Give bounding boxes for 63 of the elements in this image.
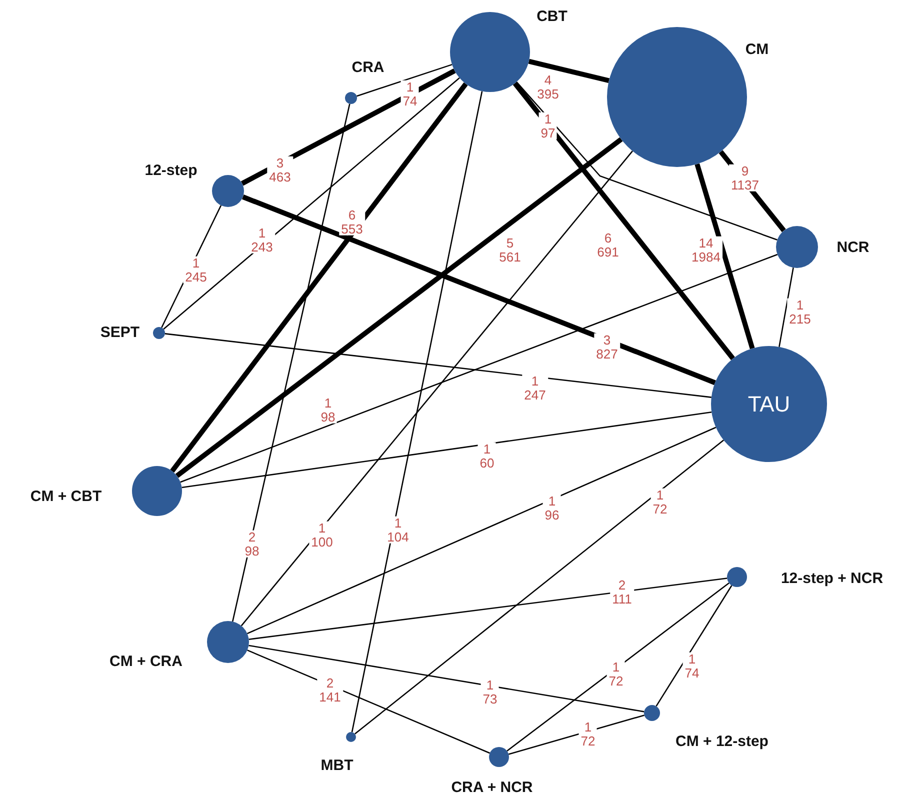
edge-label: 3 827 xyxy=(594,333,620,361)
edge-line xyxy=(351,91,483,732)
node-label: NCR xyxy=(836,238,870,258)
node-label: CRA + NCR xyxy=(451,778,533,798)
edge-line xyxy=(694,163,755,350)
edge-line xyxy=(516,82,778,240)
edge-label: 2 98 xyxy=(242,530,262,558)
edge-line xyxy=(232,104,350,622)
edge-label: 1 74 xyxy=(682,652,702,680)
node-label: MBT xyxy=(320,756,354,776)
edge-label: 1 72 xyxy=(650,488,670,516)
edge-line xyxy=(528,58,610,84)
edge-label: 6 553 xyxy=(339,208,365,236)
edge-line xyxy=(656,585,732,707)
edge-line xyxy=(506,582,730,752)
edge-label: 1 245 xyxy=(183,256,209,284)
edge-label: 2 141 xyxy=(317,676,343,704)
edge-label: 1 60 xyxy=(478,442,496,470)
edge-label: 1 73 xyxy=(480,678,500,706)
edge-label: 5 561 xyxy=(497,236,523,264)
edge-label: 1 100 xyxy=(309,521,335,549)
node-label: CM + CRA xyxy=(110,652,182,672)
edge-label: 1 97 xyxy=(538,112,558,140)
edge-label: 1 104 xyxy=(385,516,411,544)
edge-line xyxy=(354,440,724,734)
edge-line xyxy=(512,82,735,360)
edge-line xyxy=(175,137,623,478)
node-label: CM + CBT xyxy=(30,486,102,507)
edge-line xyxy=(247,650,490,754)
edge-line xyxy=(246,426,716,634)
edge-line xyxy=(240,150,633,626)
edge-line xyxy=(182,412,712,488)
edge-label: 1 74 xyxy=(400,80,420,108)
edge-label: 6 691 xyxy=(595,231,621,259)
node-label: 12-step xyxy=(144,160,198,181)
node-label: CM + 12-step xyxy=(676,732,768,752)
node-label: CRA xyxy=(352,58,384,78)
edge-label: 1 98 xyxy=(318,396,338,424)
edge-line xyxy=(778,268,794,348)
edge-label: 1 96 xyxy=(542,494,562,522)
edge-line xyxy=(356,64,452,97)
edge-label: 1 247 xyxy=(522,374,548,402)
edge-line xyxy=(163,77,460,330)
node-label: CBT xyxy=(536,6,568,27)
edge-label: 2 111 xyxy=(610,578,634,606)
node-label: TAU xyxy=(748,390,790,418)
edge-line xyxy=(242,194,716,386)
node-label: 12-step + NCR xyxy=(780,568,884,589)
edge-label: 1 72 xyxy=(606,660,626,688)
edge-label: 14 1984 xyxy=(690,236,722,264)
edge-line xyxy=(170,82,468,473)
edge-label: 9 1137 xyxy=(729,164,761,192)
edge-line xyxy=(248,578,728,640)
edge-label: 1 72 xyxy=(578,720,598,748)
edge-line xyxy=(164,333,712,398)
edge-label: 4 395 xyxy=(535,73,561,101)
node-label: CM xyxy=(745,40,769,60)
edge-line xyxy=(248,644,644,712)
edge-label: 3 463 xyxy=(267,156,293,184)
edge-label: 1 215 xyxy=(787,298,813,326)
node-label: SEPT xyxy=(100,322,140,343)
edge-line xyxy=(180,254,778,483)
edge-label: 1 243 xyxy=(249,226,275,254)
